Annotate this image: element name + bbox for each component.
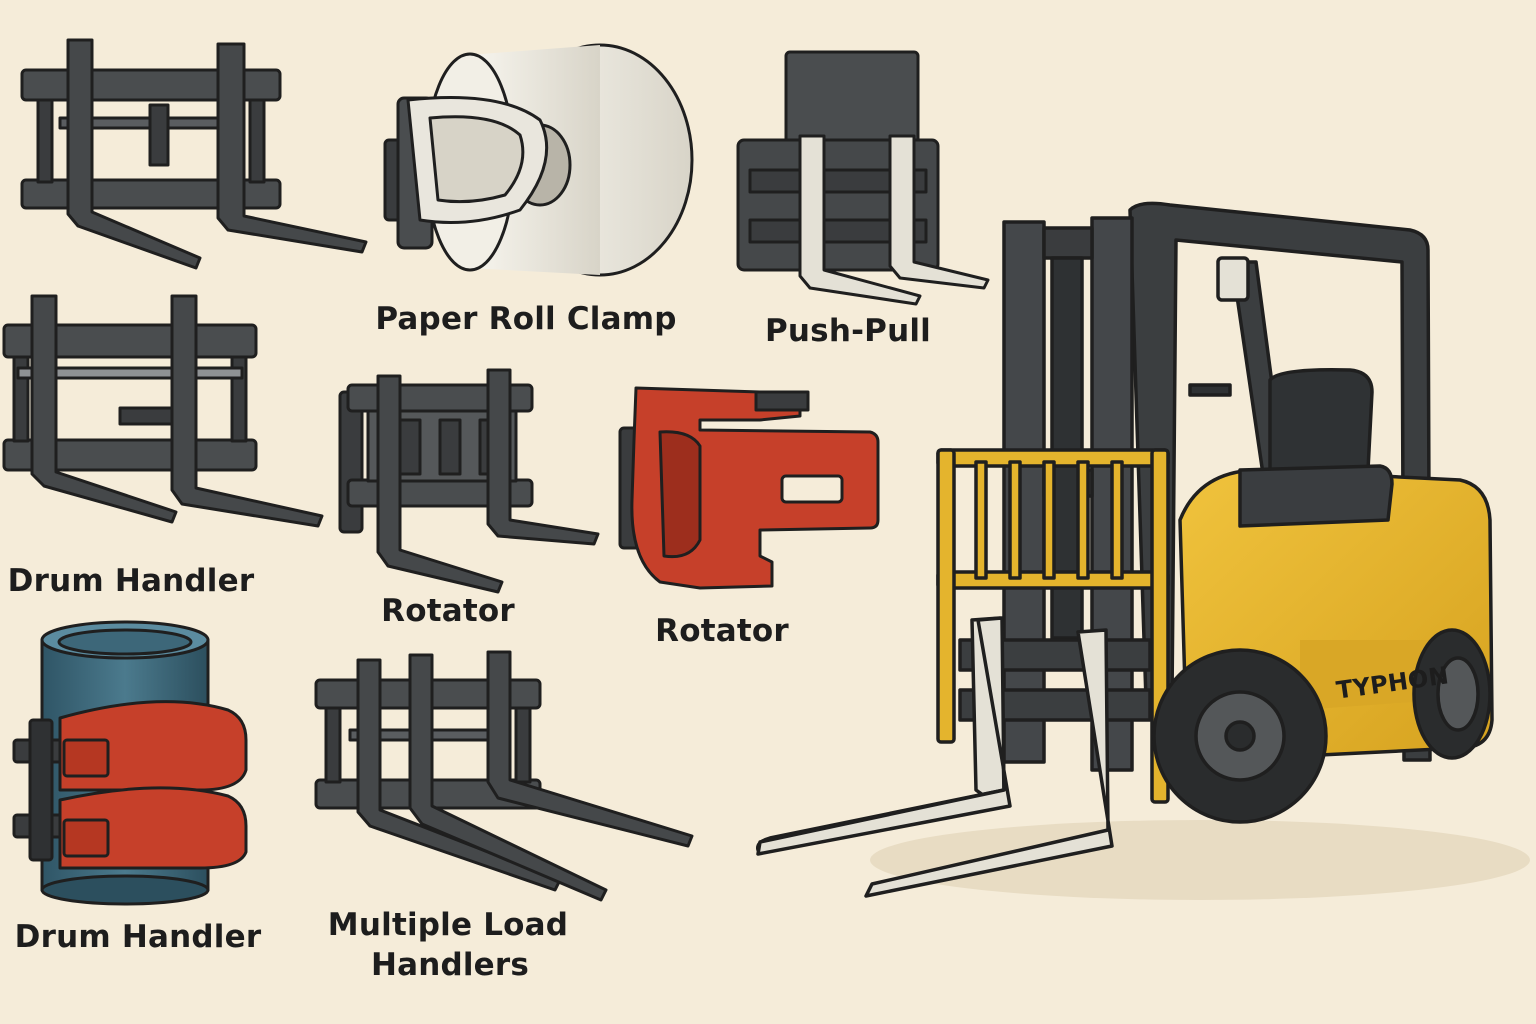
label-paper-roll-clamp: Paper Roll Clamp xyxy=(375,301,677,337)
drum-handler-fork-attachment xyxy=(2,294,324,528)
label-rotator-gray: Rotator xyxy=(381,593,515,629)
forklift-illustration xyxy=(756,201,1530,900)
label-drum-handler-top: Drum Handler xyxy=(7,563,255,599)
push-pull-attachment xyxy=(736,50,990,306)
label-drum-handler-bottom: Drum Handler xyxy=(14,919,262,955)
drum-handler-clamp-attachment xyxy=(12,620,248,906)
label-multiple-load-handlers-line2: Handlers xyxy=(370,947,530,983)
side-shifter-attachment xyxy=(20,38,368,270)
label-rotator-red: Rotator xyxy=(655,613,789,649)
label-push-pull: Push-Pull xyxy=(764,313,932,349)
red-rotator-clamp-attachment xyxy=(618,386,880,590)
gray-rotator-attachment xyxy=(338,368,600,594)
label-multiple-load-handlers-line1: Multiple Load xyxy=(327,907,569,943)
multiple-load-handlers-attachment xyxy=(314,650,694,902)
paper-roll-clamp-attachment xyxy=(383,43,694,277)
